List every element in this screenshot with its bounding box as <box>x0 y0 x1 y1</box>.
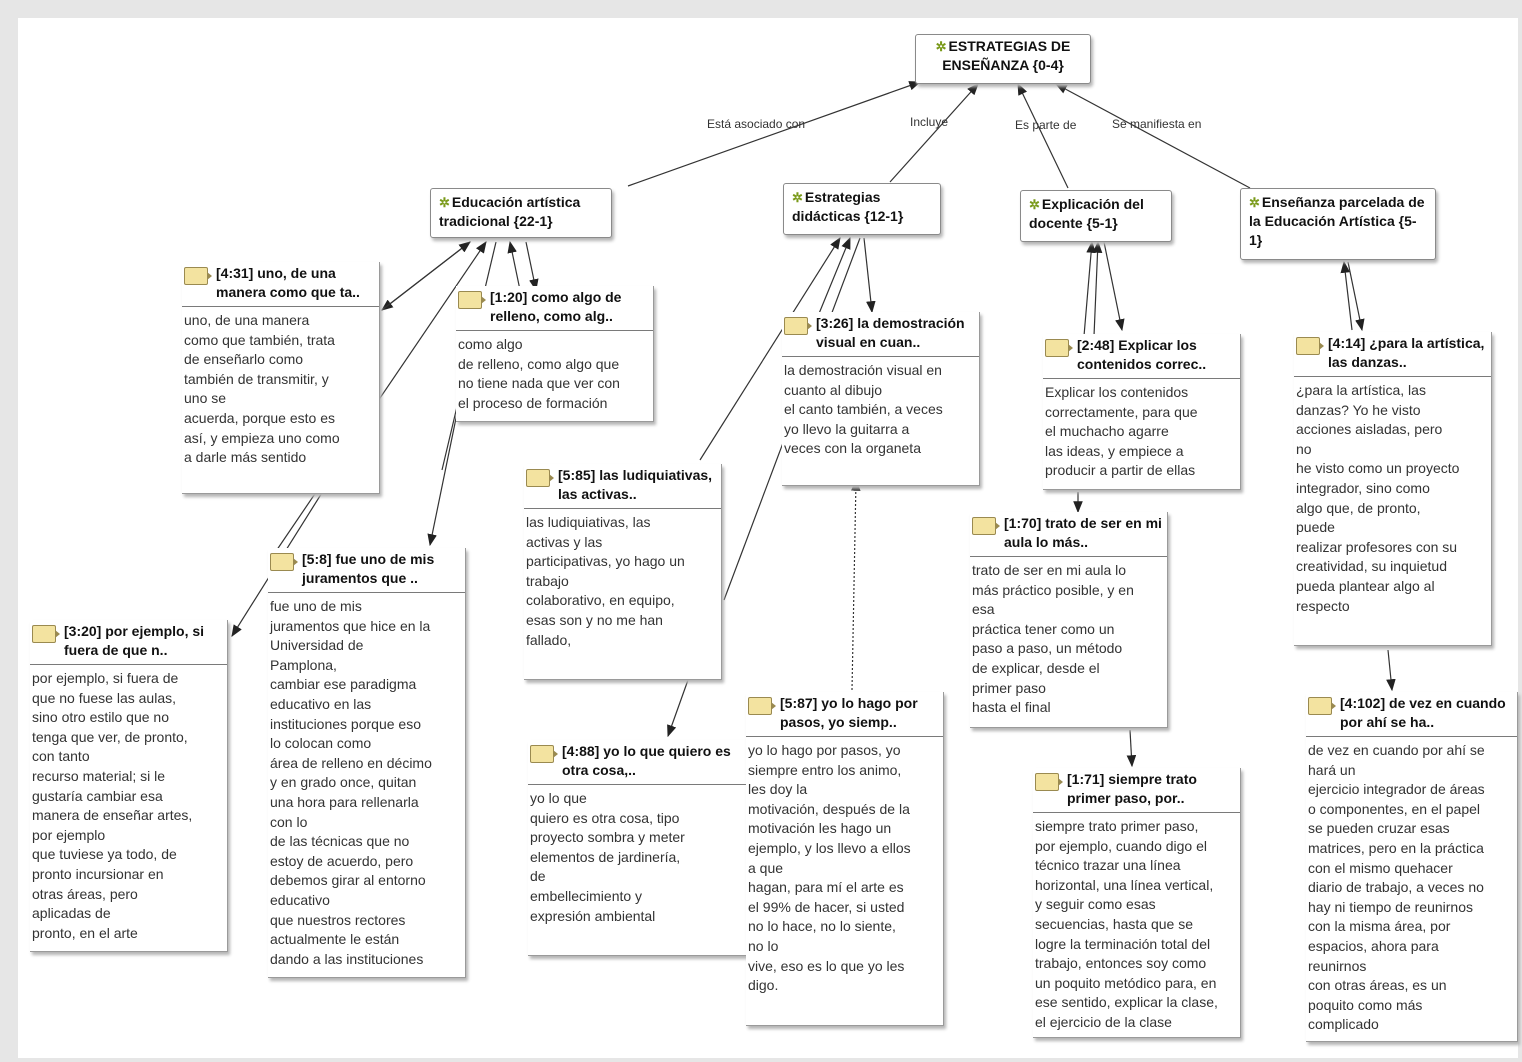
code-node-ensenanza[interactable]: ✲Enseñanza parcelada de la Educación Art… <box>1240 188 1436 260</box>
quote-title: [1:71] siempre trato primer paso, por.. <box>1067 771 1197 806</box>
link-587-estrategias <box>850 478 861 691</box>
quote-node-5-85[interactable]: [5:85] las ludiquiativas, las activas.. … <box>524 464 722 680</box>
quote-title: [1:70] trato de ser en mi aula lo más.. <box>1004 515 1162 550</box>
link-326-estrategias <box>817 236 851 317</box>
quote-node-5-87[interactable]: [5:87] yo lo hago por pasos, yo siemp.. … <box>746 692 944 1026</box>
quote-icon <box>1045 339 1073 357</box>
root-node[interactable]: ✲ESTRATEGIAS DE ENSEÑANZA {0-4} <box>915 34 1091 84</box>
link-estrategias-326 <box>863 237 876 314</box>
quote-title: [4:31] uno, de una manera como que ta.. <box>216 265 360 300</box>
code-star-icon: ✲ <box>792 190 803 205</box>
quote-title: [2:48] Explicar los contenidos correc.. <box>1077 337 1207 372</box>
quote-node-1-20[interactable]: [1:20] como algo de relleno, como alg.. … <box>456 286 654 422</box>
quote-text: la demostración visual en cuanto al dibu… <box>784 362 943 457</box>
code-label: Estrategias didácticas {12-1} <box>792 189 904 224</box>
quote-text: Explicar los contenidos correctamente, p… <box>1045 384 1198 479</box>
link-root-educacion <box>627 81 922 187</box>
link-estrategias-488 <box>667 679 689 738</box>
link-explicacion-171 <box>1126 729 1137 768</box>
quote-icon <box>1035 773 1063 791</box>
link-170-explicacion <box>1083 240 1096 337</box>
quote-node-1-71[interactable]: [1:71] siempre trato primer paso, por.. … <box>1033 768 1241 1038</box>
quote-icon <box>784 317 812 335</box>
quote-node-4-88[interactable]: [4:88] yo lo que quiero es otra cosa,.. … <box>528 740 754 956</box>
relation-label-incluye: Incluye <box>910 115 948 129</box>
code-star-icon: ✲ <box>935 39 947 54</box>
link-root-ensenanza <box>1054 83 1251 189</box>
link-431-educacion-back <box>381 241 471 311</box>
relation-label-asociado: Está asociado con <box>707 117 805 131</box>
quote-icon <box>270 553 298 571</box>
code-star-icon: ✲ <box>1029 197 1040 212</box>
quote-text: como algo de relleno, como algo que no t… <box>458 336 620 411</box>
quote-title: [1:20] como algo de relleno, como alg.. <box>490 289 622 324</box>
quote-text: yo lo hago por pasos, yo siempre entro l… <box>748 742 911 994</box>
code-label: Enseñanza parcelada de la Educación Artí… <box>1249 194 1425 248</box>
code-star-icon: ✲ <box>1249 195 1260 210</box>
quote-icon <box>1308 697 1336 715</box>
quote-icon <box>458 291 486 309</box>
code-node-educacion[interactable]: ✲Educación artística tradicional {22-1} <box>430 188 612 238</box>
quote-text: ¿para la artística, las danzas? Yo he vi… <box>1296 382 1460 614</box>
link-educacion-120 <box>525 241 539 292</box>
quote-icon <box>526 469 554 487</box>
code-star-icon: ✲ <box>439 195 450 210</box>
quote-node-3-26[interactable]: [3:26] la demostración visual en cuan.. … <box>782 312 980 486</box>
quote-text: las ludiquiativas, las activas y las par… <box>526 514 685 648</box>
relation-label-manifiesta: Se manifiesta en <box>1112 117 1201 131</box>
quote-title: [3:20] por ejemplo, si fuera de que n.. <box>64 623 205 658</box>
quote-title: [5:8] fue uno de mis juramentos que .. <box>302 551 435 586</box>
quote-title: [4:88] yo lo que quiero es otra cosa,.. <box>562 743 731 778</box>
quote-text: trato de ser en mi aula lo más práctico … <box>972 562 1134 716</box>
quote-node-4-14[interactable]: [4:14] ¿para la artística, las danzas.. … <box>1294 332 1492 646</box>
link-root-estrategias <box>889 83 979 183</box>
link-ensenanza-4102 <box>1386 649 1396 692</box>
quote-text: de vez en cuando por ahí se hará un ejer… <box>1308 742 1485 1033</box>
quote-icon <box>184 267 212 285</box>
quote-node-1-70[interactable]: [1:70] trato de ser en mi aula lo más.. … <box>970 512 1168 728</box>
link-root-explicacion <box>1017 82 1069 189</box>
root-label: ESTRATEGIAS DE ENSEÑANZA {0-4} <box>942 38 1071 73</box>
quote-icon <box>1296 337 1324 355</box>
quote-icon <box>32 625 60 643</box>
quote-title: [5:87] yo lo hago por pasos, yo siemp.. <box>780 695 918 730</box>
quote-text: yo lo que quiero es otra cosa, tipo proy… <box>530 790 685 924</box>
code-label: Educación artística tradicional {22-1} <box>439 194 581 229</box>
link-414-ensenanza <box>1340 260 1353 331</box>
code-node-explicacion[interactable]: ✲Explicación del docente {5-1} <box>1020 190 1172 242</box>
quote-title: [4:14] ¿para la artística, las danzas.. <box>1328 335 1485 370</box>
quote-text: por ejemplo, si fuera de que no fuese la… <box>32 670 193 941</box>
quote-node-4-102[interactable]: [4:102] de vez en cuando por ahí se ha..… <box>1306 692 1518 1042</box>
code-label: Explicación del docente {5-1} <box>1029 196 1144 231</box>
link-explicacion-248 <box>1103 241 1125 332</box>
link-120-educacion <box>507 240 521 291</box>
link-585-estrategias <box>699 236 841 461</box>
quote-node-4-31[interactable]: [4:31] uno, de una manera como que ta.. … <box>182 262 380 494</box>
quote-title: [5:85] las ludiquiativas, las activas.. <box>558 467 713 502</box>
quote-node-3-20[interactable]: [3:20] por ejemplo, si fuera de que n.. … <box>30 620 228 952</box>
relation-label-parte: Es parte de <box>1015 118 1077 132</box>
quote-title: [4:102] de vez en cuando por ahí se ha.. <box>1340 695 1506 730</box>
code-node-estrategias[interactable]: ✲Estrategias didácticas {12-1} <box>783 183 941 235</box>
quote-icon <box>530 745 558 763</box>
quote-text: uno, de una manera como que también, tra… <box>184 312 340 466</box>
quote-text: siempre trato primer paso, por ejemplo, … <box>1035 818 1218 1030</box>
quote-text: fue uno de mis juramentos que hice en la… <box>270 598 432 967</box>
link-248-explicacion <box>1092 240 1103 337</box>
quote-node-5-8[interactable]: [5:8] fue uno de mis juramentos que .. f… <box>268 548 466 978</box>
quote-icon <box>748 697 776 715</box>
quote-icon <box>972 517 1000 535</box>
link-ensenanza-414 <box>1347 261 1365 332</box>
quote-node-2-48[interactable]: [2:48] Explicar los contenidos correc.. … <box>1043 334 1241 490</box>
quote-title: [3:26] la demostración visual en cuan.. <box>816 315 965 350</box>
